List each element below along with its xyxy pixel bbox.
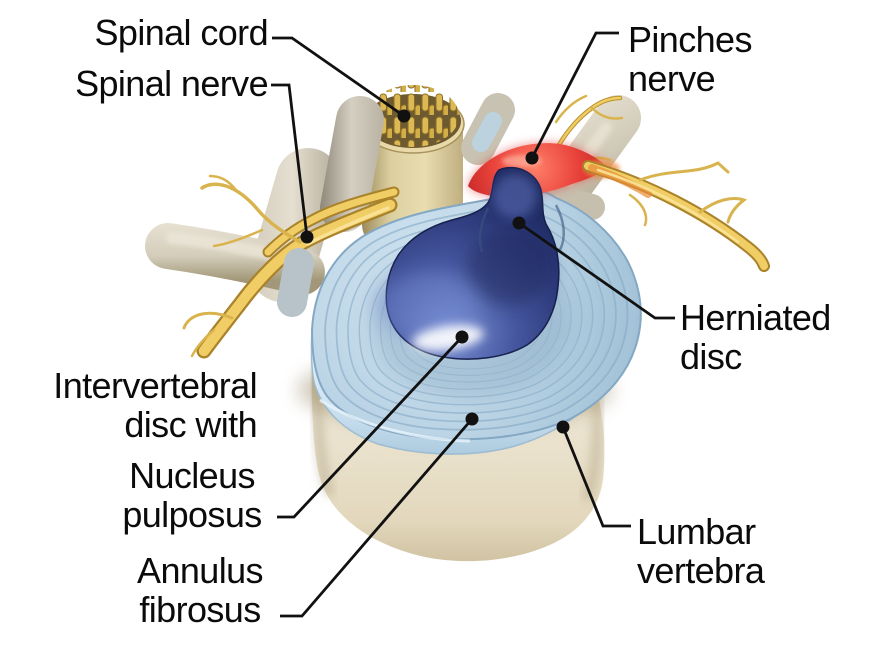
leader-nucleus-pulposus xyxy=(277,336,464,519)
label-annulus-fibrosus: Annulus fibrosus xyxy=(100,551,300,629)
label-text: vertebra xyxy=(637,550,765,591)
leader-lines xyxy=(271,31,675,618)
label-text: disc xyxy=(680,336,742,377)
leader-lumbar-vertebra xyxy=(561,426,631,528)
dot-spinal-nerve xyxy=(300,230,314,244)
right-lower-bone xyxy=(539,183,605,220)
label-lumbar-vertebra: Lumbar vertebra xyxy=(637,511,765,591)
label-text: Pinches xyxy=(628,19,752,60)
dot-lumbar-vertebra xyxy=(556,420,570,434)
label-text: disc with xyxy=(124,404,257,445)
dot-herniated-disc xyxy=(512,216,526,230)
dot-annulus-fibrosus xyxy=(465,412,479,426)
nucleus-pulposus-shape xyxy=(376,166,565,360)
bulge-sheen xyxy=(493,174,537,218)
label-text: nerve xyxy=(628,58,716,99)
label-text: Lumbar xyxy=(637,511,756,552)
annulus-crevice-right xyxy=(554,204,565,251)
superior-articular-process-left xyxy=(320,96,384,232)
label-text: Herniated xyxy=(680,297,831,338)
leader-pinches-nerve xyxy=(530,31,619,159)
leader-dots xyxy=(300,109,570,434)
label-text: pulposus xyxy=(122,494,262,535)
label-herniated-disc: Herniated disc xyxy=(680,298,831,376)
left-pedicle-bone xyxy=(277,248,314,317)
leader-spinal-cord xyxy=(272,36,405,118)
label-text: Annulus xyxy=(137,550,264,591)
label-text: Spinal nerve xyxy=(75,63,269,104)
label-text: Nucleus xyxy=(129,455,255,496)
dot-nucleus-pulposus xyxy=(455,330,469,344)
nucleus-mid-sheen xyxy=(376,273,480,337)
nucleus-dark-shade xyxy=(466,230,550,306)
left-spinal-nerve xyxy=(182,174,400,359)
label-spinal-nerve: Spinal nerve xyxy=(75,63,269,104)
label-text: Intervertebral xyxy=(53,365,257,406)
label-intervertebral-disc: Intervertebral disc with xyxy=(53,366,257,444)
dot-pinches-nerve xyxy=(525,151,539,165)
dot-spinal-cord xyxy=(397,109,411,123)
leader-spinal-nerve xyxy=(271,83,309,238)
label-spinal-cord: Spinal cord xyxy=(94,13,268,52)
nucleus-gloss xyxy=(412,325,484,351)
label-text: Spinal cord xyxy=(94,12,268,53)
leader-annulus-fibrosus xyxy=(280,418,474,618)
label-text: fibrosus xyxy=(139,589,261,630)
leader-herniated-disc xyxy=(518,221,675,320)
right-spinal-nerve xyxy=(582,160,770,272)
facet-cartilage xyxy=(472,112,502,152)
annulus-crevice-left xyxy=(478,207,490,253)
label-pinches-nerve: Pinches nerve xyxy=(628,20,752,98)
label-nucleus-pulposus: Nucleus pulposus xyxy=(92,456,292,534)
